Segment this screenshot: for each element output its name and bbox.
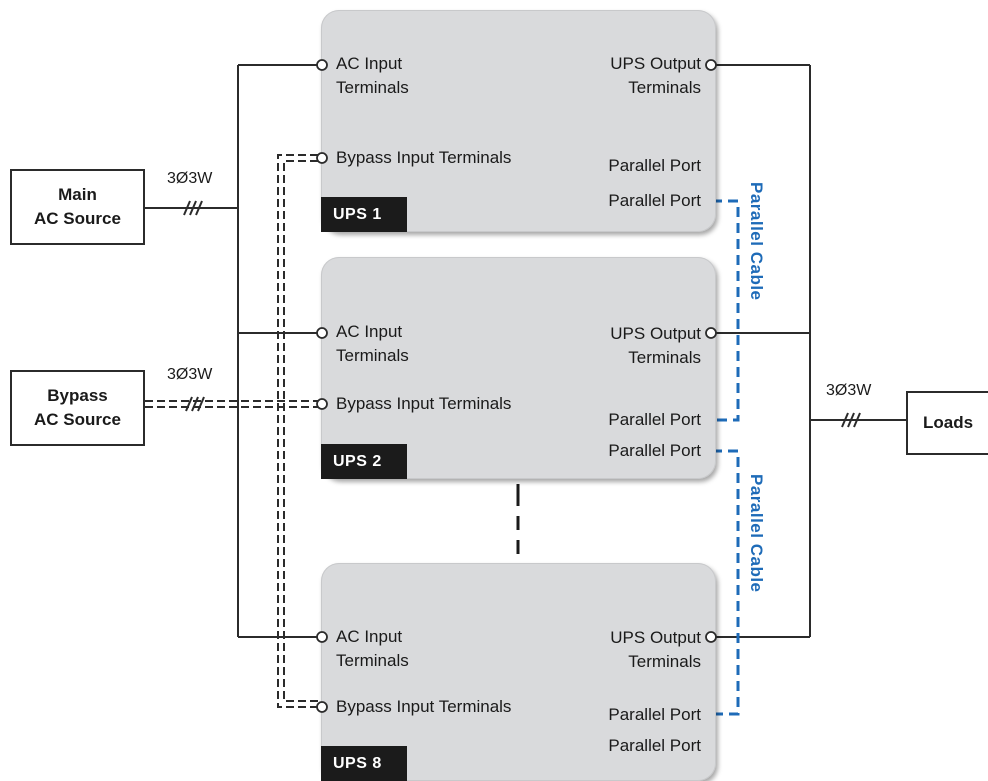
bypass-phase-label: 3Ø3W [167,366,213,383]
ups-1-ac-terminal [316,59,328,71]
ups-8-ac-input-line2: Terminals [336,651,409,670]
ups-1-bypass-input-label: Bypass Input Terminals [336,148,512,167]
ups-1-bypass-terminal [316,152,328,164]
bypass-phase-marks [185,396,205,412]
ups-8-bypass-input-label: Bypass Input Terminals [336,697,512,716]
parallel-cables [712,199,740,716]
bypass-source-line1: Bypass [47,386,108,405]
load-phase-marks [841,412,861,428]
ups-8: UPS 8 [321,563,716,781]
ups-8-bypass-terminal [316,701,328,713]
ups-2-bypass-terminal [316,398,328,410]
main-source-line1: Main [58,185,97,204]
ups-8-output-line1: UPS Output [610,628,701,647]
ups-1-ac-input-line1: AC Input [336,54,403,73]
ups-8-parallel-port-a: Parallel Port [608,705,701,724]
loads-label: Loads [922,413,974,432]
bypass-ac-source: Bypass AC Source [10,370,145,446]
ups-1-ac-input-label: AC Input Terminals [336,52,409,100]
ups-2-output-line1: UPS Output [610,324,701,343]
ups-2: UPS 2 [321,257,716,479]
ups-8-ac-input-line1: AC Input [336,627,403,646]
ups-2-output-terminal [705,327,717,339]
ups-2-bypass-input-label: Bypass Input Terminals [336,394,512,413]
loads-phase-label: 3Ø3W [826,382,872,399]
ups-8-output-terminal [705,631,717,643]
main-source-line2: AC Source [34,209,121,228]
ups-2-ac-input-line2: Terminals [336,346,409,365]
parallel-cable-label-2: Parallel Cable [747,474,766,593]
ups-2-output-label: UPS Output Terminals [610,322,701,370]
ups-2-ac-input-line1: AC Input [336,322,403,341]
ups-8-output-line2: Terminals [628,652,701,671]
ups-1-tag: UPS 1 [321,197,407,232]
loads-box: Loads [906,391,988,455]
ups-2-parallel-port-b: Parallel Port [608,441,701,460]
ups-8-ac-terminal [316,631,328,643]
ups-2-tag: UPS 2 [321,444,407,479]
ups-1-parallel-port-b: Parallel Port [608,191,701,210]
bypass-source-line2: AC Source [34,410,121,429]
ups-8-parallel-port-b: Parallel Port [608,736,701,755]
ups-2-ac-terminal [316,327,328,339]
ups-1-output-label: UPS Output Terminals [610,52,701,100]
ups-2-ac-input-label: AC Input Terminals [336,320,409,368]
ups-1-ac-input-line2: Terminals [336,78,409,97]
ups-2-parallel-port-a: Parallel Port [608,410,701,429]
bypass-wiring [145,154,318,708]
ups-1: UPS 1 [321,10,716,232]
ups-8-tag: UPS 8 [321,746,407,781]
ups-8-ac-input-label: AC Input Terminals [336,625,409,673]
ups-8-output-label: UPS Output Terminals [610,626,701,674]
main-phase-marks [183,200,203,216]
ups-2-output-line2: Terminals [628,348,701,367]
ups-1-output-line1: UPS Output [610,54,701,73]
main-phase-label: 3Ø3W [167,170,213,187]
parallel-cable-label-1: Parallel Cable [747,182,766,301]
ups-1-output-terminal [705,59,717,71]
ups-1-parallel-port-a: Parallel Port [608,156,701,175]
main-ac-source: Main AC Source [10,169,145,245]
ups-1-output-line2: Terminals [628,78,701,97]
